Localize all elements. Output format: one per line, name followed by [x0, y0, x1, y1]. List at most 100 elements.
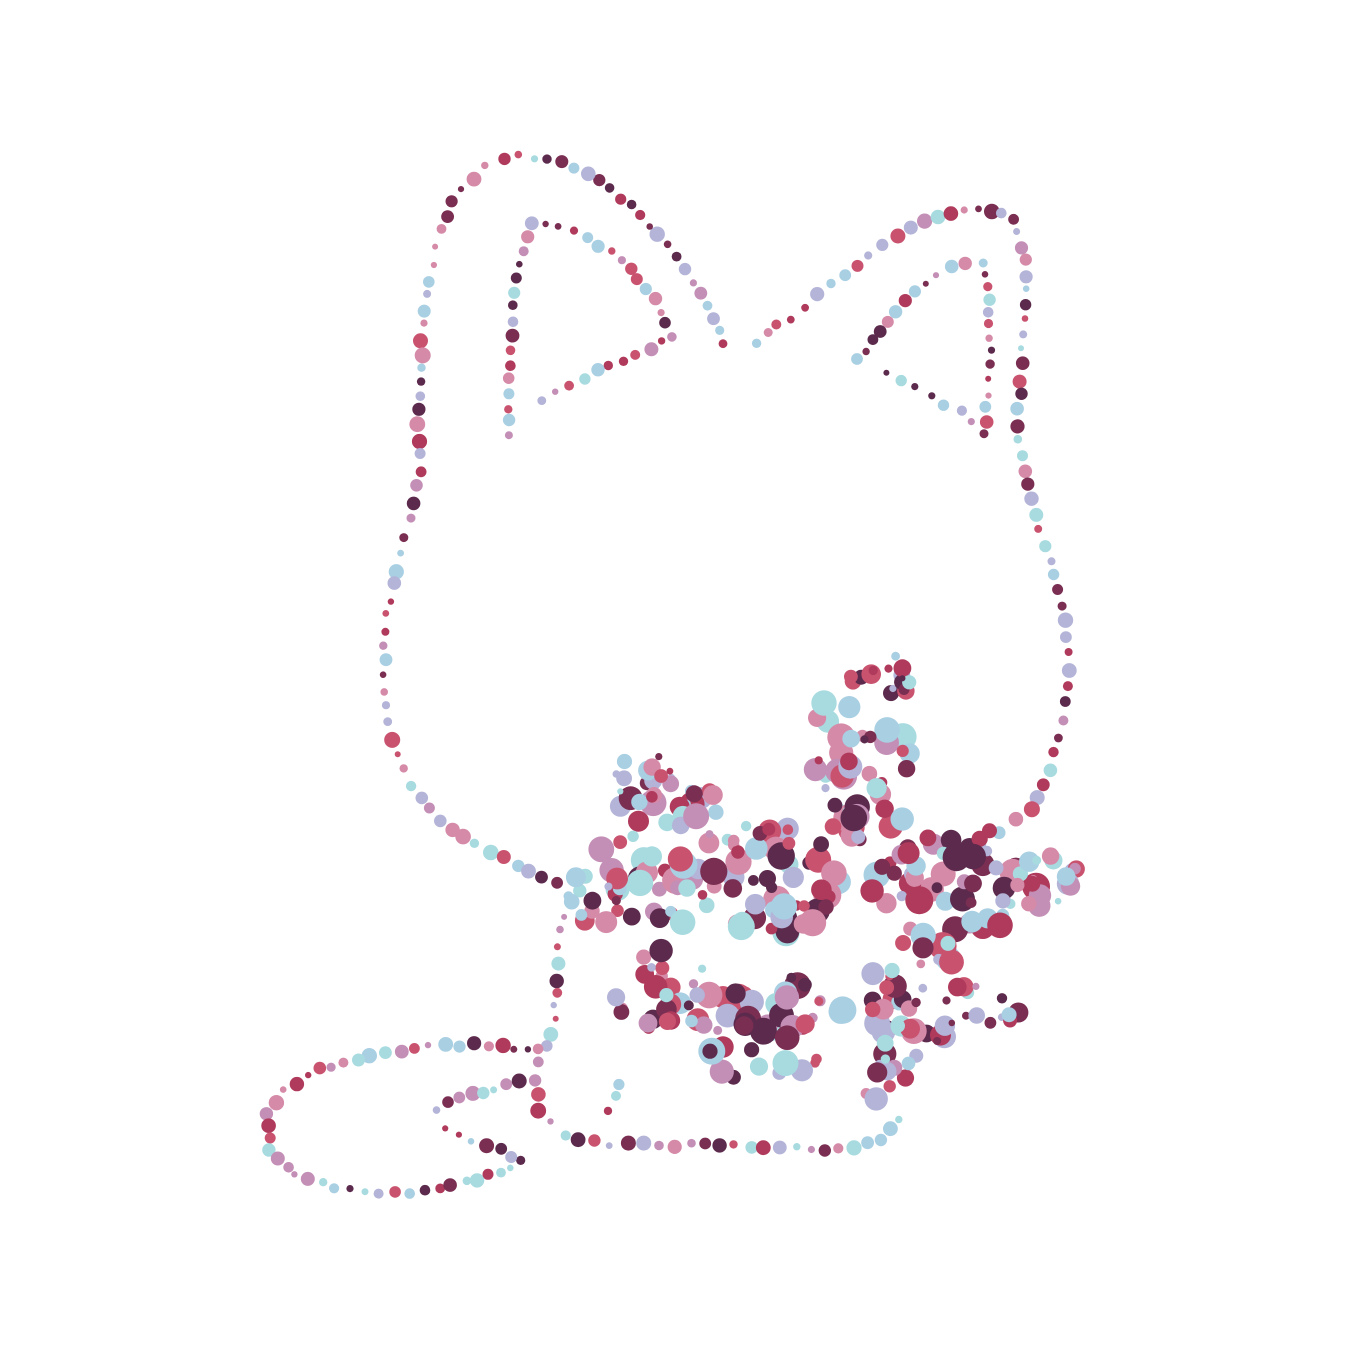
tail-dot: [389, 1186, 401, 1198]
tail-dot: [524, 1046, 532, 1053]
bow-dot: [766, 881, 778, 894]
bow-dot: [931, 882, 943, 894]
bow-dot: [902, 675, 917, 690]
outline-dot: [406, 513, 416, 523]
outline-dot: [663, 240, 672, 249]
bow-dot: [636, 949, 652, 965]
bow-dot: [814, 996, 824, 1006]
tail-dot: [283, 1162, 294, 1173]
ear-dot: [618, 356, 629, 366]
bow-dot: [666, 767, 674, 775]
ear-dot: [985, 359, 995, 369]
bow-dot: [868, 665, 878, 676]
ear-dot: [937, 399, 950, 411]
outline-dot: [455, 828, 471, 845]
bow-dot: [940, 935, 956, 951]
bow-dot: [988, 860, 1004, 876]
outline-dot: [383, 717, 393, 726]
outline-dot: [593, 174, 606, 187]
ear-dot: [873, 325, 887, 338]
bow-dot: [918, 983, 928, 993]
bow-dot: [818, 899, 834, 915]
bow-dot: [774, 985, 800, 1010]
outline-dot: [763, 328, 773, 337]
leg-dot: [793, 1143, 801, 1151]
bow-dot: [770, 893, 798, 920]
tail-dot: [483, 1041, 494, 1052]
tail-dot: [394, 1044, 409, 1059]
bow-dot: [575, 909, 588, 921]
bow-dot: [861, 765, 878, 782]
outline-dot: [1058, 715, 1069, 726]
outline-dot: [399, 533, 409, 543]
outline-dot: [405, 780, 417, 792]
ear-dot: [516, 260, 523, 268]
bow-dot: [939, 949, 964, 975]
leg-dot: [532, 1056, 544, 1068]
bow-dot: [611, 904, 624, 917]
bow-dot: [777, 1031, 789, 1043]
bow-dot: [627, 830, 639, 842]
bow-dot: [900, 1018, 920, 1039]
bow-dot: [948, 977, 967, 997]
outline-dot: [512, 859, 525, 873]
tail-dot: [259, 1107, 274, 1121]
outline-dot: [1061, 663, 1077, 678]
ear-dot: [983, 318, 994, 329]
outline-dot: [1012, 374, 1027, 389]
ear-dot: [591, 239, 605, 253]
bow-dot: [899, 675, 906, 682]
bow-dot: [745, 893, 766, 915]
ear-dot: [657, 337, 666, 345]
leg-dot: [883, 1121, 898, 1137]
ear-dot: [922, 280, 929, 287]
ear-dot: [504, 431, 513, 440]
ear-dot: [987, 346, 996, 354]
ear-dot: [883, 369, 890, 376]
ear-dot: [582, 232, 594, 244]
bow-dot: [838, 696, 861, 719]
ear-dot: [888, 305, 903, 319]
tail-dot: [361, 1048, 377, 1064]
ear-dot: [505, 360, 516, 372]
tail-dot: [352, 1053, 365, 1067]
outline-dot: [430, 261, 437, 269]
outline-dot: [379, 653, 393, 667]
outline-dot: [864, 251, 873, 260]
tail-dot: [495, 1142, 508, 1155]
tail-dot: [453, 1091, 466, 1104]
bow-dot: [968, 1007, 985, 1024]
leg-dot: [530, 1102, 547, 1119]
bow-dot: [905, 886, 934, 915]
bow-dot: [799, 909, 827, 937]
leg-dot: [531, 1087, 546, 1102]
outline-dot: [1052, 584, 1064, 595]
bow-dot: [811, 879, 832, 900]
tail-dot: [443, 1178, 457, 1192]
bow-dot: [874, 858, 891, 875]
bow-dot: [875, 799, 894, 818]
outline-dot: [707, 312, 720, 326]
bow-dot: [655, 961, 670, 975]
outline-dot: [466, 171, 482, 187]
outline-dot: [394, 751, 401, 758]
ear-dot: [505, 328, 520, 343]
outline-dot: [903, 220, 918, 235]
outline-dot: [555, 155, 569, 169]
outline-dot: [1008, 811, 1024, 827]
outline-dot: [1029, 790, 1045, 806]
bow-dot: [565, 867, 586, 888]
outline-dot: [568, 162, 580, 174]
bow-dot: [613, 1004, 630, 1020]
outline-dot: [387, 598, 395, 605]
outline-dot: [381, 627, 390, 636]
bow-dot: [762, 822, 776, 836]
bow-dot: [709, 1059, 734, 1084]
leg-dot: [772, 1140, 787, 1155]
outline-dot: [1022, 285, 1030, 293]
outline-dot: [412, 402, 426, 416]
bow-dot: [948, 1019, 956, 1027]
leg-dot: [553, 943, 561, 951]
bow-dot: [896, 1069, 915, 1087]
